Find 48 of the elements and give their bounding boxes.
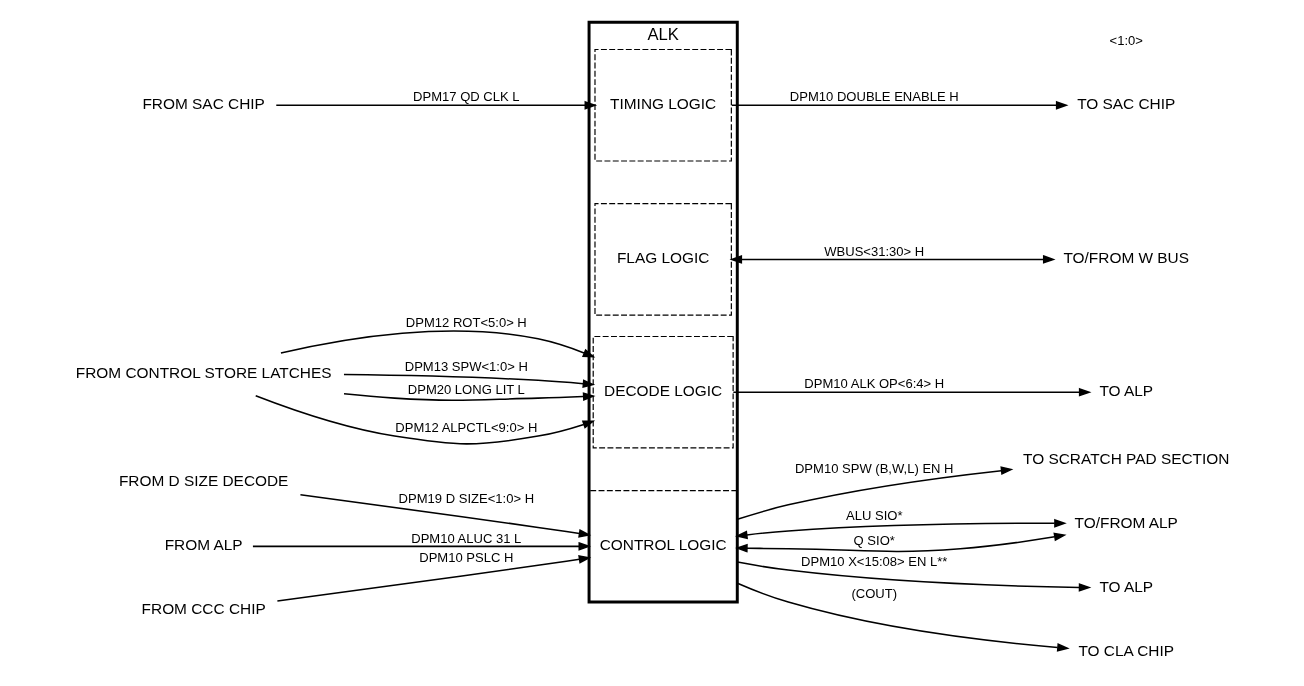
edge-label: WBUS<31:30> H — [823, 243, 924, 259]
edge-label: DPM10 DOUBLE ENABLE H — [789, 89, 959, 105]
edge-label: DPM10 ALUC 31 L — [410, 530, 521, 546]
node-text: FROM CONTROL STORE LATCHES — [75, 364, 331, 382]
node-text: FROM SAC CHIP — [141, 95, 265, 113]
arrow — [299, 494, 591, 538]
edge-label: ALU SIO* — [845, 508, 902, 524]
arrow — [734, 518, 1067, 540]
arrow — [736, 582, 1070, 652]
arrow — [732, 387, 1091, 397]
arrow — [734, 532, 1067, 553]
edge-label: DPM17 QD CLK L — [412, 89, 520, 105]
arrow — [275, 100, 597, 110]
arrow — [279, 330, 595, 358]
label: <1:0> — [1109, 32, 1143, 48]
edge-label: Q SIO* — [853, 532, 895, 548]
edge-label: (COUT) — [850, 586, 897, 602]
node-text: TO ALP — [1098, 382, 1153, 400]
node-box: FLAG LOGIC — [593, 203, 732, 316]
edge-label: DPM10 PSLC H — [418, 549, 513, 565]
arrow — [736, 466, 1013, 521]
edge-label: DPM20 LONG LIT L — [407, 382, 525, 398]
edge-label: DPM13 SPW<1:0> H — [404, 358, 528, 374]
edge-label: DPM12 ALPCTL<9:0> H — [394, 420, 537, 436]
node-text: TO CLA CHIP — [1077, 641, 1174, 659]
arrow — [342, 373, 595, 389]
node-text: TO/FROM W BUS — [1062, 249, 1189, 267]
node-text: TO SCRATCH PAD SECTION — [1022, 449, 1229, 467]
arrow — [736, 561, 1091, 592]
node-text: FROM CCC CHIP — [141, 600, 266, 618]
arrow — [730, 100, 1068, 110]
node-text: TO SAC CHIP — [1076, 95, 1175, 113]
node-text: FROM ALP — [164, 536, 243, 554]
edge-label: DPM10 ALK OP<6:4> H — [803, 376, 944, 392]
arrow — [276, 554, 591, 602]
edge-label: DPM19 D SIZE<1:0> H — [398, 491, 534, 507]
edge-label: DPM10 SPW (B,W,L) EN H — [794, 460, 954, 476]
edge-label: DPM10 X<15:08> EN L** — [800, 554, 947, 570]
node-text: TO ALP — [1098, 577, 1153, 595]
edge-label: DPM12 ROT<5:0> H — [405, 314, 527, 330]
node-box: TIMING LOGIC — [593, 48, 732, 162]
arrow — [729, 255, 1056, 264]
node-box: DECODE LOGIC — [592, 335, 734, 449]
node-text: FROM D SIZE DECODE — [118, 472, 288, 490]
node-text: TO/FROM ALP — [1074, 513, 1178, 531]
arrow — [251, 541, 591, 551]
arrow — [254, 395, 595, 445]
arrow — [342, 392, 595, 402]
